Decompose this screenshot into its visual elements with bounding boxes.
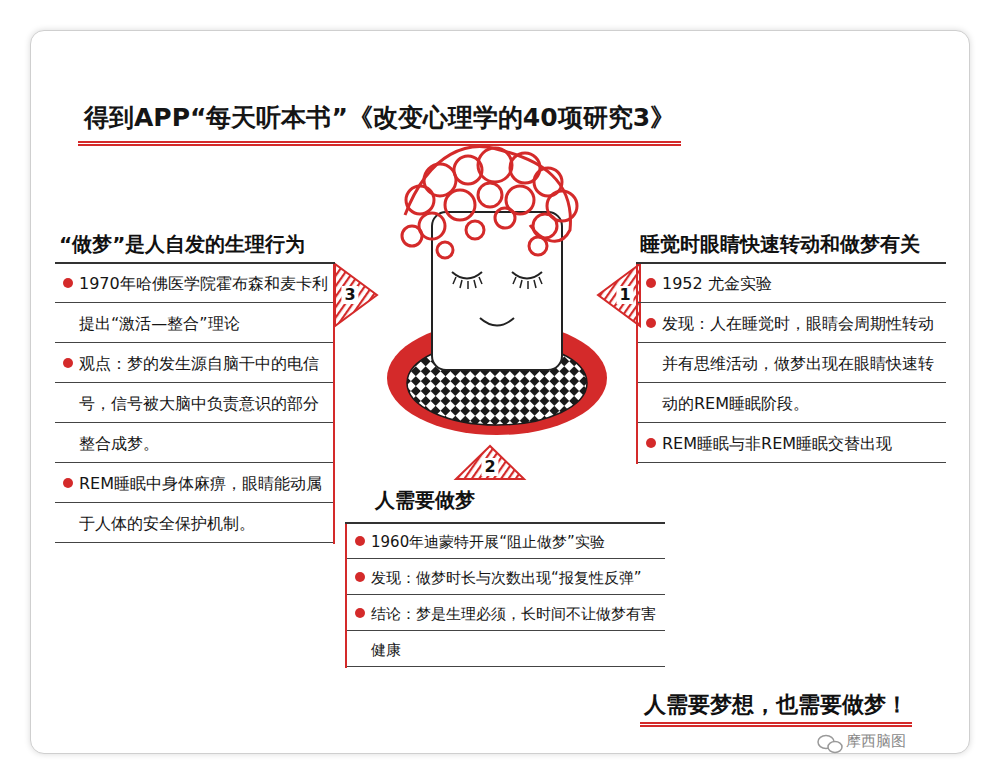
bullet-dot xyxy=(646,438,656,448)
callout-number: 3 xyxy=(341,286,358,304)
branch-item: REM睡眠中身体麻痹，眼睛能动属于人体的安全保护机制。 xyxy=(55,464,335,544)
branch-node: “做梦”是人自发的生理行为 1970年哈佛医学院霍布森和麦卡利提出“激活—整合”理… xyxy=(55,226,335,544)
branch-heading: 睡觉时眼睛快速转动和做梦有关 xyxy=(636,226,946,264)
bullet-dot xyxy=(355,608,365,618)
bullet-dot xyxy=(646,318,656,328)
scribble-hair-part xyxy=(495,208,515,228)
wechat-icon-part xyxy=(828,742,842,753)
branch-item: 结论：梦是生理必须，长时间不让做梦有害健康 xyxy=(345,596,665,668)
bullet-dot xyxy=(63,278,73,288)
watermark: 摩西脑图 xyxy=(846,731,906,751)
scribble-hair-part xyxy=(478,183,502,207)
scribble-hair-part xyxy=(405,147,570,242)
branch-triangles-part xyxy=(598,264,640,326)
bullet-dot xyxy=(63,478,73,488)
bullet-dot xyxy=(63,358,73,368)
face-part xyxy=(480,318,514,326)
branch-item: 观点：梦的发生源自脑干中的电信号，信号被大脑中负责意识的部分整合成梦。 xyxy=(55,344,335,464)
scribble-hair-part xyxy=(466,221,484,239)
wechat-icon xyxy=(818,736,842,753)
branch-node: 睡觉时眼睛快速转动和做梦有关 1952 尤金实验发现：人在睡觉时，眼睛会周期性转动… xyxy=(636,226,946,464)
branch-heading: “做梦”是人自发的生理行为 xyxy=(55,226,335,264)
item-text: 发现：人在睡觉时，眼睛会周期性转动并有思维活动，做梦出现在眼睛快速转动的REM睡… xyxy=(662,314,934,413)
item-text: 1960年迪蒙特开展“阻止做梦”实验 xyxy=(371,533,605,551)
branch-item: REM睡眠与非REM睡眠交替出现 xyxy=(636,424,946,464)
branch-item: 1970年哈佛医学院霍布森和麦卡利提出“激活—整合”理论 xyxy=(55,264,335,344)
face xyxy=(432,212,562,370)
branch-item: 1960年迪蒙特开展“阻止做梦”实验 xyxy=(345,524,665,560)
item-text: 1952 尤金实验 xyxy=(662,274,772,293)
branch-item: 1952 尤金实验 xyxy=(636,264,946,304)
branch-node: 人需要做梦 1960年迪蒙特开展“阻止做梦”实验发现：做梦时长与次数出现“报复性反… xyxy=(345,478,665,668)
face-part xyxy=(513,277,542,289)
closing-slogan: 人需要梦想，也需要做梦！ xyxy=(640,690,912,727)
callout-number: 2 xyxy=(481,458,498,476)
face-part xyxy=(432,212,562,370)
scribble-hair xyxy=(402,147,577,258)
bullet-dot xyxy=(355,536,365,546)
branch-triangles-part xyxy=(456,446,524,479)
scribble-hair-part xyxy=(402,226,422,246)
branch-item: 发现：做梦时长与次数出现“报复性反弹” xyxy=(345,560,665,596)
item-text: REM睡眠与非REM睡眠交替出现 xyxy=(662,434,892,453)
item-text: REM睡眠中身体麻痹，眼睛能动属于人体的安全保护机制。 xyxy=(79,474,322,533)
bullet-dot xyxy=(646,278,656,288)
callout-number: 1 xyxy=(616,286,633,304)
branch-heading: 人需要做梦 xyxy=(345,478,665,524)
item-text: 发现：做梦时长与次数出现“报复性反弹” xyxy=(371,569,642,587)
branch-triangles-part xyxy=(335,264,377,326)
face-part xyxy=(453,277,482,289)
scribble-hair-part xyxy=(445,190,475,220)
item-text: 1970年哈佛医学院霍布森和麦卡利提出“激活—整合”理论 xyxy=(79,274,328,333)
item-text: 结论：梦是生理必须，长时间不让做梦有害健康 xyxy=(371,605,656,659)
title-text: 得到APP“每天听本书”《改变心理学的40项研究3》 xyxy=(78,98,681,146)
bullet-dot xyxy=(355,572,365,582)
branch-item: 发现：人在睡觉时，眼睛会周期性转动并有思维活动，做梦出现在眼睛快速转动的REM睡… xyxy=(636,304,946,424)
scribble-hair-part xyxy=(437,242,453,258)
item-text: 观点：梦的发生源自脑干中的电信号，信号被大脑中负责意识的部分整合成梦。 xyxy=(79,354,319,453)
